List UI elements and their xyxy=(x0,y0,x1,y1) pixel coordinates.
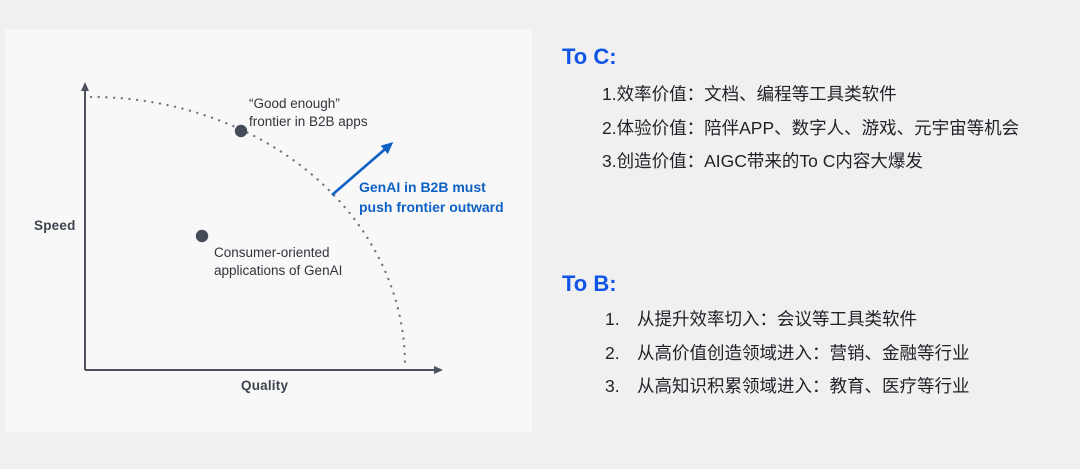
to-c-item-1-num: 1. xyxy=(602,84,617,104)
to-c-header: To C: xyxy=(562,44,617,69)
to-c-item-3: 3.创造价值：AIGC带来的To C内容大爆发 xyxy=(602,145,1019,179)
good-enough-label-line1: “Good enough” xyxy=(249,96,340,111)
consumer-label-line1: Consumer-oriented xyxy=(214,245,330,260)
to-b-item-1: 1. 从提升效率切入：会议等工具类软件 xyxy=(605,303,970,337)
good-enough-label-line2: frontier in B2B apps xyxy=(249,113,368,129)
to-c-list: 1.效率价值：文档、编程等工具类软件 2.体验价值：陪伴APP、数字人、游戏、元… xyxy=(602,78,1019,179)
good-enough-label: “Good enough” frontier in B2B apps xyxy=(249,95,368,130)
chart-card: Speed Quality “Good enough” frontier in … xyxy=(5,29,532,432)
arrow-annotation-line1: GenAI in B2B must xyxy=(359,179,486,195)
to-c-item-1-text: 效率价值：文档、编程等工具类软件 xyxy=(616,84,897,104)
to-c-item-2: 2.体验价值：陪伴APP、数字人、游戏、元宇宙等机会 xyxy=(602,112,1019,146)
to-b-list: 1. 从提升效率切入：会议等工具类软件 2. 从高价值创造领域进入：营销、金融等行业… xyxy=(605,303,970,404)
arrow-annotation: GenAI in B2B must push frontier outward xyxy=(359,178,504,217)
arrow-annotation-line2: push frontier outward xyxy=(359,198,504,215)
to-b-item-2-num: 2. xyxy=(605,342,620,363)
to-b-item-3: 3. 从高知识积累领域进入：教育、医疗等行业 xyxy=(605,370,970,404)
to-c-item-2-text: 体验价值：陪伴APP、数字人、游戏、元宇宙等机会 xyxy=(616,117,1020,138)
to-b-item-2: 2. 从高价值创造领域进入：营销、金融等行业 xyxy=(605,337,970,371)
consumer-label-line2: applications of GenAI xyxy=(214,262,343,278)
x-axis-label: Quality xyxy=(241,378,289,393)
outward-arrow-icon xyxy=(331,142,394,196)
to-b-item-1-text: 从提升效率切入：会议等工具类软件 xyxy=(637,309,917,329)
to-c-item-2-num: 2. xyxy=(602,117,617,138)
to-c-item-3-num: 3. xyxy=(602,151,617,171)
to-b-header: To B: xyxy=(562,271,617,296)
to-c-item-3-text: 创造价值：AIGC带来的To C内容大爆发 xyxy=(616,151,923,171)
to-b-item-3-num: 3. xyxy=(605,376,620,396)
good-enough-point xyxy=(234,124,248,138)
frontier-curve xyxy=(89,95,407,367)
to-b-item-2-text: 从高价值创造领域进入：营销、金融等行业 xyxy=(637,342,970,363)
to-c-item-1: 1.效率价值：文档、编程等工具类软件 xyxy=(602,78,1019,112)
consumer-label: Consumer-oriented applications of GenAI xyxy=(214,244,342,279)
y-axis-label: Speed xyxy=(34,218,76,233)
consumer-point xyxy=(195,229,209,243)
to-b-item-1-num: 1. xyxy=(605,309,620,329)
to-b-item-3-text: 从高知识积累领域进入：教育、医疗等行业 xyxy=(637,376,970,396)
frontier-chart xyxy=(81,82,443,374)
